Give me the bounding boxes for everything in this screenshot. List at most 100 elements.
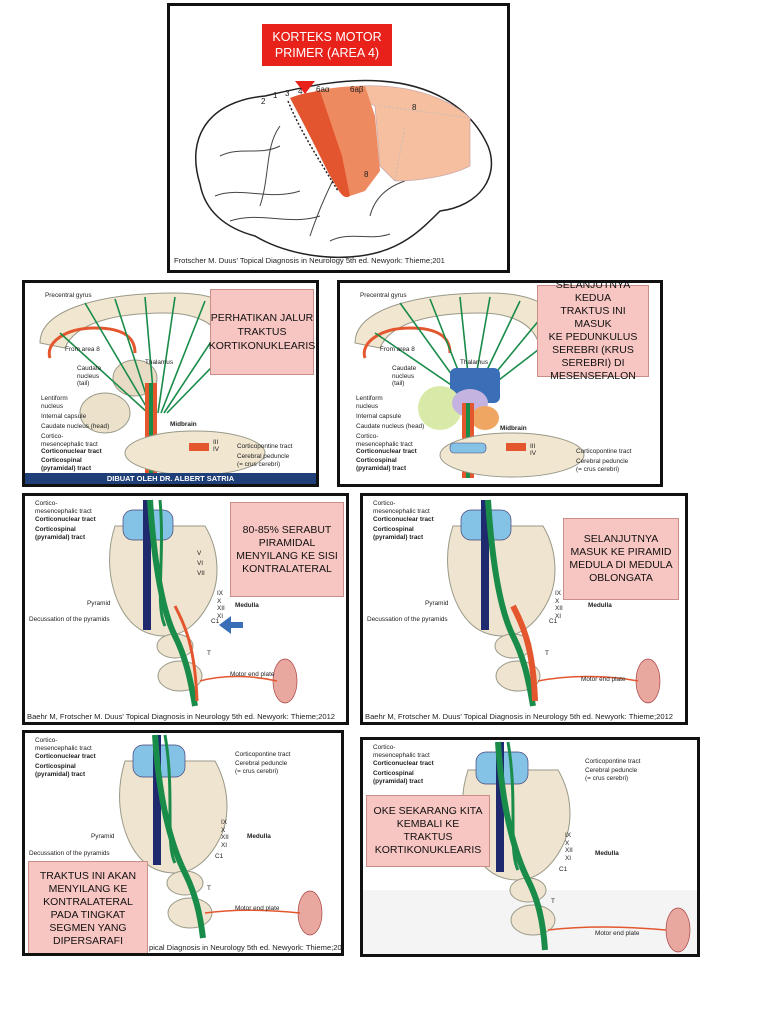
label-caudate-head: Caudate nucleus (head)	[356, 423, 425, 430]
label-pyramid: Pyramid	[91, 833, 115, 840]
label-area8: From area 8	[65, 346, 100, 353]
label-vii: VII	[197, 570, 205, 577]
citation: Baehr M, Frotscher M. Duus' Topical Diag…	[27, 712, 336, 721]
area-label-3: 3	[285, 89, 290, 98]
label-nerve-iv: IV	[530, 450, 537, 457]
label-corticopontine: Corticopontine tract	[585, 758, 641, 765]
area-label-6a-alpha: 6aα	[316, 85, 330, 94]
label-corticonuclear: Corticonuclear tract	[356, 448, 417, 455]
label-cortico-mes: Cortico- mesencephalic tract	[35, 737, 92, 752]
callout-return: OKE SEKARANG KITA KEMBALI KE TRAKTUS KOR…	[366, 795, 490, 867]
label-medulla: Medulla	[235, 602, 259, 609]
label-midbrain: Midbrain	[170, 421, 197, 428]
label-lentiform: Lentiform nucleus	[356, 395, 383, 410]
callout-decussation: 80-85% SERABUT PIRAMIDAL MENYILANG KE SI…	[230, 502, 344, 597]
label-cortico-mes: Cortico- mesencephalic tract	[373, 744, 430, 759]
label-lentiform: Lentiform nucleus	[41, 395, 68, 410]
brain-lateral-illustration	[195, 79, 493, 259]
label-motor-end: Motor end plate	[235, 905, 280, 912]
label-cortico-mes: Cortico- mesencephalic tract	[41, 433, 98, 448]
area-label-4: 4	[298, 87, 303, 96]
area4-title: KORTEKS MOTOR PRIMER (AREA 4)	[262, 24, 392, 66]
callout-segment: TRAKTUS INI AKAN MENYILANG KE KONTRALATE…	[28, 861, 148, 953]
label-v: V	[197, 550, 202, 557]
label-nerves: IX X XII XI	[565, 832, 573, 862]
author-banner: DIBUAT OLEH DR. ALBERT SATRIA	[25, 473, 316, 484]
label-decussation: Decussation of the pyramids	[29, 850, 110, 857]
label-motor-end: Motor end plate	[230, 671, 275, 678]
label-corticospinal: Corticospinal (pyramidal) tract	[373, 770, 424, 785]
label-area8: From area 8	[380, 346, 415, 353]
brainstem-decussation-illustration	[109, 499, 298, 707]
citation: Frotscher M. Duus' Topical Diagnosis in …	[174, 256, 445, 265]
label-t: T	[207, 650, 211, 657]
panel-pyramidal-decussation: 80-85% SERABUT PIRAMIDAL MENYILANG KE SI…	[22, 493, 349, 725]
label-c1: C1	[559, 866, 568, 873]
panel-corticonuclear-tract: PERHATIKAN JALUR TRAKTUS KORTIKONUKLEARI…	[22, 280, 319, 487]
callout-crus-cerebri: SELANJUTNYA KEDUA TRAKTUS INI MASUK KE P…	[537, 283, 649, 382]
label-t: T	[207, 885, 211, 892]
label-thalamus: Thalamus	[145, 359, 174, 366]
label-c1: C1	[211, 618, 220, 625]
label-corticopontine: Corticopontine tract	[576, 448, 632, 455]
label-nerves: IX X XII XI	[221, 819, 229, 849]
area-label-8-inner: 8	[364, 170, 369, 179]
area-label-8-top: 8	[412, 103, 417, 112]
coronal-brain-illustration	[39, 292, 266, 476]
area-label-6a-beta: 6aβ	[350, 85, 364, 94]
panel-cerebral-peduncle: SELANJUTNYA KEDUA TRAKTUS INI MASUK KE P…	[337, 280, 663, 487]
label-medulla: Medulla	[247, 833, 271, 840]
label-thalamus: Thalamus	[460, 359, 489, 366]
brainstem-pyramid-illustration	[447, 499, 661, 707]
label-peduncle: Cerebral peduncle (= crus cerebri)	[237, 453, 290, 468]
label-caudate-head: Caudate nucleus (head)	[41, 423, 110, 430]
label-peduncle: Cerebral peduncle (= crus cerebri)	[235, 760, 288, 775]
label-pyramid: Pyramid	[425, 600, 449, 607]
label-medulla: Medulla	[595, 850, 619, 857]
label-nerve-iii: III	[530, 443, 536, 450]
label-decussation: Decussation of the pyramids	[29, 616, 110, 623]
label-motor-end: Motor end plate	[595, 930, 640, 937]
label-medulla: Medulla	[588, 602, 612, 609]
label-corticonuclear: Corticonuclear tract	[35, 516, 96, 523]
label-corticospinal: Corticospinal (pyramidal) tract	[35, 763, 86, 778]
label-motor-end: Motor end plate	[581, 676, 626, 683]
callout-corticonuclear: PERHATIKAN JALUR TRAKTUS KORTIKONUKLEARI…	[209, 289, 315, 375]
callout-medulla: SELANJUTNYA MASUK KE PIRAMID MEDULA DI M…	[563, 518, 679, 600]
label-nerves: IX X XII XI	[217, 590, 225, 620]
label-corticospinal: Corticospinal (pyramidal) tract	[35, 526, 86, 541]
brainstem-segment-illustration	[119, 734, 323, 939]
label-vi: VI	[197, 560, 204, 567]
label-cortico-mes: Cortico- mesencephalic tract	[373, 500, 430, 515]
coronal-brain-peduncle-illustration	[354, 292, 585, 478]
label-peduncle: Cerebral peduncle (= crus cerebri)	[576, 458, 629, 473]
area-label-2: 2	[261, 97, 266, 106]
label-precentral: Precentral gyrus	[45, 292, 92, 299]
label-peduncle: Cerebral peduncle (= crus cerebri)	[585, 767, 638, 782]
label-precentral: Precentral gyrus	[360, 292, 407, 299]
citation: Baehr M, Frotscher M. Duus' Topical Diag…	[365, 712, 674, 721]
label-midbrain: Midbrain	[500, 425, 527, 432]
label-pyramid: Pyramid	[87, 600, 111, 607]
label-cortico-mes: Cortico- mesencephalic tract	[356, 433, 413, 448]
label-t: T	[551, 898, 555, 905]
label-nerve-iv: IV	[213, 446, 220, 453]
label-corticopontine: Corticopontine tract	[235, 751, 291, 758]
label-corticonuclear: Corticonuclear tract	[41, 448, 102, 455]
label-corticopontine: Corticopontine tract	[237, 443, 293, 450]
area-label-1: 1	[273, 91, 278, 100]
label-corticonuclear: Corticonuclear tract	[35, 753, 96, 760]
label-internal: Internal capsule	[41, 413, 87, 420]
label-nerve-iii: III	[213, 439, 219, 446]
label-cortico-mes: Cortico- mesencephalic tract	[35, 500, 92, 515]
label-nerves: IX X XII XI	[555, 590, 563, 620]
citation: pical Diagnosis in Neurology 5th ed. New…	[149, 943, 344, 952]
label-caudate-tail: Caudate nucleus (tail)	[392, 365, 417, 387]
label-caudate-tail: Caudate nucleus (tail)	[77, 365, 102, 387]
panel-motor-cortex: KORTEKS MOTOR PRIMER (AREA 4) 2 1 3 4 6a…	[167, 3, 510, 273]
panel-return-corticonuclear: OKE SEKARANG KITA KEMBALI KE TRAKTUS KOR…	[360, 737, 700, 957]
label-corticonuclear: Corticonuclear tract	[373, 760, 434, 767]
panel-segmental-crossing: TRAKTUS INI AKAN MENYILANG KE KONTRALATE…	[22, 730, 344, 956]
label-corticospinal: Corticospinal (pyramidal) tract	[373, 526, 424, 541]
label-corticospinal: Corticospinal (pyramidal) tract	[356, 457, 407, 472]
